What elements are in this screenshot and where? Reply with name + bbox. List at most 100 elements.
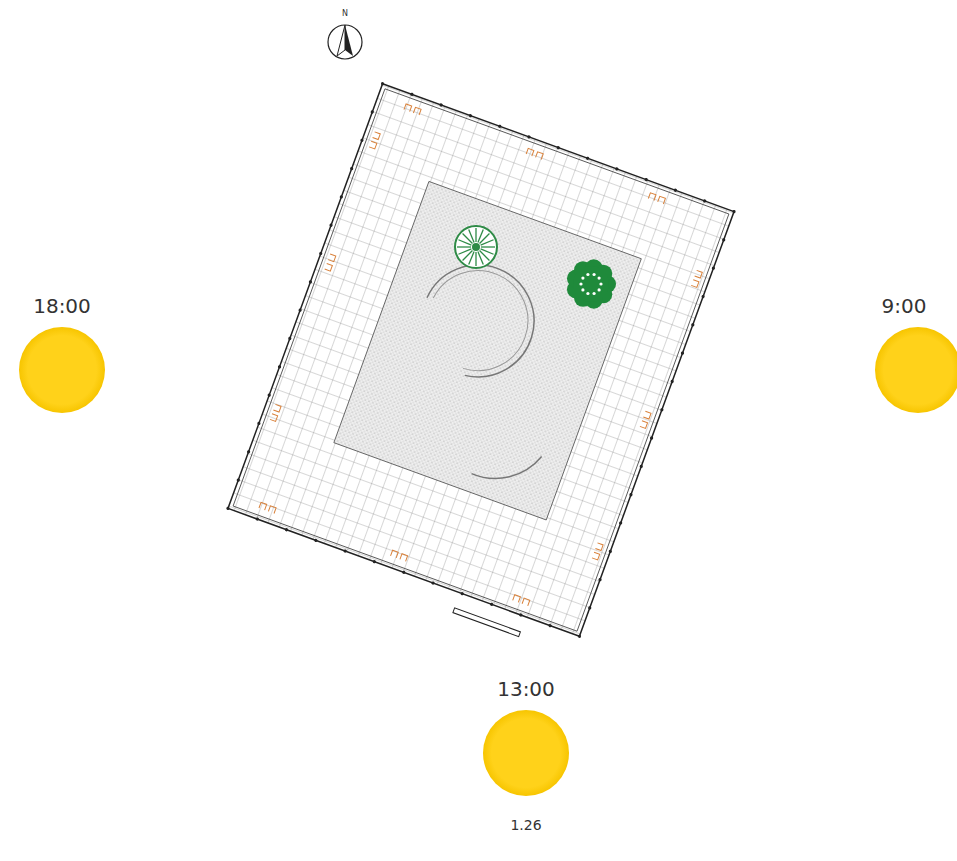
edge-post [402, 570, 406, 574]
edge-post [598, 578, 602, 582]
edge-post [370, 110, 374, 114]
edge-post [460, 592, 464, 596]
edge-post [490, 602, 494, 606]
edge-post [257, 421, 261, 425]
tree-dark [567, 259, 616, 309]
edge-post [236, 478, 240, 482]
edge-post [498, 124, 502, 128]
edge-post [360, 138, 364, 142]
edge-post [701, 294, 705, 298]
tree-dot [581, 288, 584, 291]
edge-post [372, 560, 376, 564]
tree-dot [586, 292, 589, 295]
edge-post [319, 252, 323, 256]
bench-mark [691, 270, 702, 287]
edge-post [277, 365, 281, 369]
edge-post [439, 103, 443, 107]
edge-post [255, 517, 259, 521]
bench-mark [369, 132, 380, 149]
edge-post [329, 223, 333, 227]
edge-post [267, 393, 271, 397]
edge-post [660, 408, 664, 412]
edge-post [288, 336, 292, 340]
north-arrow [328, 25, 362, 59]
edge-post [673, 188, 677, 192]
edge-post [556, 146, 560, 150]
tree-dot [586, 273, 589, 276]
bench-mark [259, 502, 276, 513]
edge-post [350, 167, 354, 171]
edge-post [711, 266, 715, 270]
edge-post [650, 436, 654, 440]
edge-post [703, 199, 707, 203]
time-label: 9:00 [882, 295, 927, 317]
edge-post [298, 308, 302, 312]
edge-post [691, 323, 695, 327]
bench-mark [526, 148, 543, 159]
edge-post [615, 167, 619, 171]
figure-caption: 1.26 [510, 818, 541, 833]
tree-branch [469, 229, 474, 242]
bench-mark [648, 193, 665, 204]
edge-post [308, 280, 312, 284]
edge-post [577, 634, 581, 638]
tree-dot [592, 292, 595, 295]
bench-marks [240, 97, 722, 623]
tree-branch [475, 228, 476, 242]
edge-post [314, 538, 318, 542]
north-label: N [342, 10, 348, 19]
edge-post [468, 114, 472, 118]
gravel-bed [334, 181, 641, 520]
bench-mark [325, 254, 336, 271]
tree-dot [579, 282, 582, 285]
edge-post [732, 210, 736, 214]
bench-mark [404, 104, 421, 115]
tree-branch [481, 246, 495, 247]
edge-post [644, 178, 648, 182]
bench-mark [640, 411, 651, 428]
tree-dot [592, 273, 595, 276]
sun-symbol [483, 710, 569, 796]
tree-branch [458, 249, 471, 254]
edge-post [410, 92, 414, 96]
tree-branch [478, 252, 483, 265]
edge-post [586, 156, 590, 160]
edge-post [619, 521, 623, 525]
edge-post [548, 624, 552, 628]
edge-post [381, 82, 385, 86]
bench-mark [391, 550, 408, 561]
tree-branch [457, 246, 471, 247]
edge-post [519, 613, 523, 617]
tree-dot [581, 277, 584, 280]
tree-light [455, 226, 497, 268]
edge-posts [226, 82, 736, 639]
edge-post [680, 351, 684, 355]
tree-branch [475, 252, 476, 266]
time-label: 13:00 [497, 678, 555, 700]
bench-mark [270, 404, 281, 421]
edge-post [588, 606, 592, 610]
curved-path [407, 249, 550, 392]
bench-mark [592, 543, 603, 560]
curved-path [472, 436, 542, 494]
tree-dot [599, 282, 602, 285]
time-label: 18:00 [33, 295, 91, 317]
edge-post [339, 195, 343, 199]
sun-symbol [19, 327, 105, 413]
sun-symbol [875, 327, 957, 413]
edge-post [343, 549, 347, 553]
edge-post [226, 506, 230, 510]
curved-path [414, 257, 542, 385]
edge-post [247, 450, 251, 454]
edge-post [629, 493, 633, 497]
edge-post [608, 549, 612, 553]
tree-branch [481, 240, 494, 245]
edge-post [431, 581, 435, 585]
edge-post [670, 379, 674, 383]
paved-court [219, 82, 736, 657]
tree-dot [597, 277, 600, 280]
bench-mark [513, 595, 530, 606]
edge-post [527, 135, 531, 139]
edge-post [722, 238, 726, 242]
